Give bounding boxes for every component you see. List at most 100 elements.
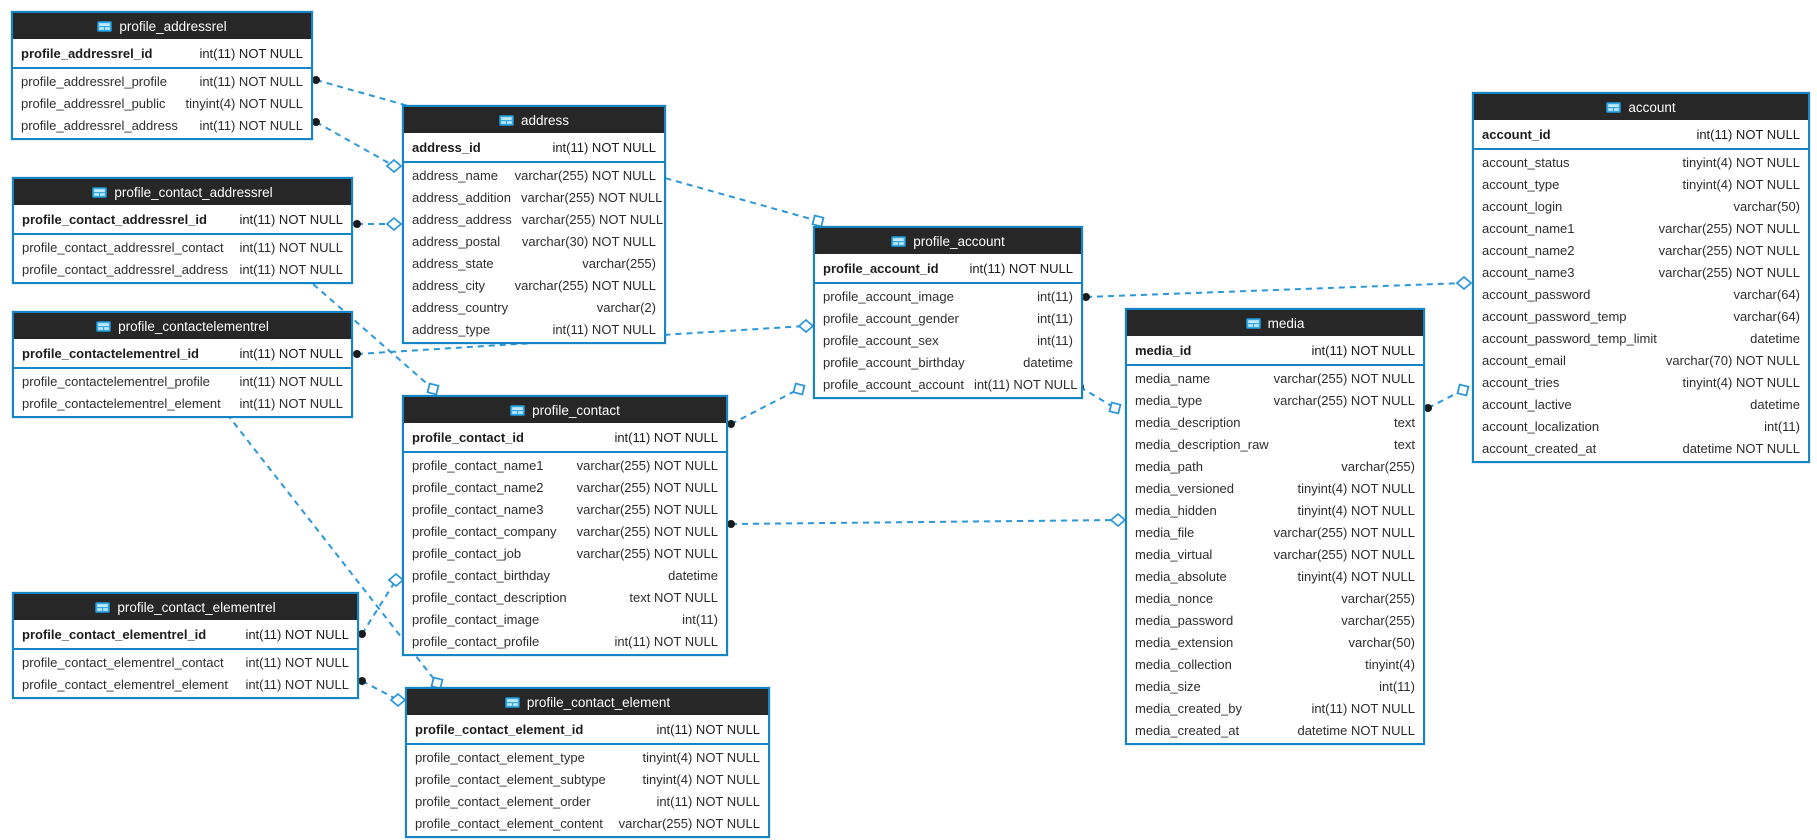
- field-row: address_state varchar(255): [404, 252, 664, 274]
- column-name: account_tries: [1482, 374, 1560, 390]
- table-title: account: [1628, 99, 1676, 115]
- column-name: profile_contactelementrel_profile: [22, 373, 210, 389]
- column-type: varchar(255) NOT NULL: [1273, 546, 1415, 562]
- table-header[interactable]: profile_account: [815, 228, 1081, 254]
- column-type: tinyint(4) NOT NULL: [1682, 374, 1800, 390]
- table-header[interactable]: profile_contact: [404, 397, 726, 423]
- field-list: media_name varchar(255) NOT NULL media_t…: [1127, 366, 1423, 743]
- column-name: address_type: [412, 321, 491, 337]
- relationship-line-profile_addressrel-address[interactable]: [315, 121, 395, 167]
- field-row: media_created_at datetime NOT NULL: [1127, 719, 1423, 741]
- relationship-line-profile_account-account[interactable]: [1085, 282, 1465, 298]
- table-profile_contact_element[interactable]: profile_contact_element profile_contact_…: [405, 687, 770, 838]
- field-row: account_name2 varchar(255) NOT NULL: [1474, 239, 1808, 261]
- column-type: varchar(255) NOT NULL: [1273, 370, 1415, 386]
- relationship-line-profile_account-media[interactable]: [1079, 386, 1116, 409]
- column-type: varchar(255) NOT NULL: [618, 815, 760, 831]
- table-header[interactable]: profile_contact_addressrel: [14, 179, 351, 205]
- table-profile_addressrel[interactable]: profile_addressrel profile_addressrel_id…: [11, 11, 313, 140]
- column-name: profile_contact_description: [412, 589, 567, 605]
- pk-column-name: profile_contact_elementrel_id: [22, 626, 207, 642]
- column-name: media_virtual: [1135, 546, 1213, 562]
- pk-column-name: profile_contact_id: [412, 429, 524, 445]
- table-icon: [504, 696, 520, 708]
- table-profile_account[interactable]: profile_account profile_account_id int(1…: [813, 226, 1083, 399]
- relationship-line-profile_addressrel-profile_account[interactable]: [315, 79, 819, 222]
- field-row: account_type tinyint(4) NOT NULL: [1474, 173, 1808, 195]
- column-type: datetime: [1023, 354, 1073, 370]
- relationship-line-profile_contactelementrel-profile_contact_element[interactable]: [226, 413, 438, 684]
- relationship-line-profile_contact_elementrel-profile_contact_element[interactable]: [361, 680, 399, 701]
- relationship-line-profile_contact-media[interactable]: [730, 519, 1119, 525]
- table-header[interactable]: profile_contactelementrel: [14, 313, 351, 339]
- field-row: account_login varchar(50): [1474, 195, 1808, 217]
- table-title: profile_account: [913, 233, 1005, 249]
- column-name: account_password_temp_limit: [1482, 330, 1657, 346]
- column-type: tinyint(4) NOT NULL: [642, 771, 760, 787]
- table-media[interactable]: media media_id int(11) NOT NULL media_na…: [1125, 308, 1425, 745]
- column-type: int(11): [1037, 310, 1073, 326]
- table-profile_contact_elementrel[interactable]: profile_contact_elementrel profile_conta…: [12, 592, 359, 699]
- table-title: address: [520, 112, 570, 128]
- column-type: varchar(64): [1733, 286, 1800, 302]
- relationship-line-profile_contact-profile_account[interactable]: [730, 388, 800, 425]
- table-icon: [510, 404, 526, 416]
- endpoint-diamond-icon: [797, 318, 815, 334]
- table-title: profile_contact_elementrel: [117, 599, 276, 615]
- column-name: profile_account_image: [823, 288, 954, 304]
- endpoint-diamond-icon: [1109, 512, 1127, 528]
- field-row: account_localization int(11): [1474, 415, 1808, 437]
- column-name: profile_contact_name1: [412, 457, 544, 473]
- table-address[interactable]: address address_id int(11) NOT NULL addr…: [402, 105, 666, 344]
- field-row: account_lactive datetime: [1474, 393, 1808, 415]
- field-row: profile_contact_birthday datetime: [404, 564, 726, 586]
- column-type: int(11) NOT NULL: [239, 395, 343, 411]
- table-header[interactable]: profile_addressrel: [13, 13, 311, 39]
- column-type: int(11): [1379, 678, 1415, 694]
- table-header[interactable]: profile_contact_elementrel: [14, 594, 357, 620]
- table-title: profile_contact_element: [526, 694, 671, 710]
- column-name: account_email: [1482, 352, 1566, 368]
- table-header[interactable]: media: [1127, 310, 1423, 336]
- table-profile_contact[interactable]: profile_contact profile_contact_id int(1…: [402, 395, 728, 656]
- endpoint-dot-icon: [1082, 293, 1090, 301]
- column-name: media_created_at: [1135, 722, 1240, 738]
- field-row: profile_addressrel_address int(11) NOT N…: [13, 114, 311, 136]
- field-row: media_description_raw text: [1127, 433, 1423, 455]
- table-header[interactable]: address: [404, 107, 664, 133]
- field-row: profile_account_sex int(11): [815, 329, 1081, 351]
- column-name: profile_account_sex: [823, 332, 939, 348]
- primary-key-row: profile_contact_addressrel_id int(11) NO…: [14, 205, 351, 235]
- column-type: tinyint(4) NOT NULL: [1297, 568, 1415, 584]
- column-type: int(11) NOT NULL: [239, 373, 343, 389]
- column-type: varchar(255) NOT NULL: [1658, 220, 1800, 236]
- endpoint-diamond-icon: [387, 572, 405, 588]
- column-type: int(11): [1764, 418, 1800, 434]
- field-row: media_description text: [1127, 411, 1423, 433]
- primary-key-row: account_id int(11) NOT NULL: [1474, 120, 1808, 150]
- field-row: address_type int(11) NOT NULL: [404, 318, 664, 340]
- table-account[interactable]: account account_id int(11) NOT NULL acco…: [1472, 92, 1810, 463]
- table-icon: [95, 601, 111, 613]
- relationship-line-profile_contact_elementrel-profile_contact[interactable]: [361, 579, 397, 635]
- table-header[interactable]: profile_contact_element: [407, 689, 768, 715]
- field-row: profile_account_account int(11) NOT NULL: [815, 373, 1081, 395]
- field-row: profile_contact_element_subtype tinyint(…: [407, 768, 768, 790]
- field-list: profile_contactelementrel_profile int(11…: [14, 369, 351, 416]
- column-name: profile_contact_name2: [412, 479, 544, 495]
- column-type: varchar(255) NOT NULL: [576, 501, 718, 517]
- field-row: account_password varchar(64): [1474, 283, 1808, 305]
- table-header[interactable]: account: [1474, 94, 1808, 120]
- column-type: varchar(255) NOT NULL: [1273, 524, 1415, 540]
- table-profile_contactelementrel[interactable]: profile_contactelementrel profile_contac…: [12, 311, 353, 418]
- column-type: tinyint(4) NOT NULL: [1297, 502, 1415, 518]
- field-row: media_path varchar(255): [1127, 455, 1423, 477]
- column-type: varchar(255) NOT NULL: [576, 545, 718, 561]
- column-name: account_password_temp: [1482, 308, 1627, 324]
- table-profile_contact_addressrel[interactable]: profile_contact_addressrel profile_conta…: [12, 177, 353, 284]
- column-name: profile_contact_name3: [412, 501, 544, 517]
- pk-column-name: profile_contact_addressrel_id: [22, 211, 207, 227]
- pk-column-type: int(11) NOT NULL: [239, 211, 343, 227]
- column-name: media_nonce: [1135, 590, 1214, 606]
- pk-column-type: int(11) NOT NULL: [656, 721, 760, 737]
